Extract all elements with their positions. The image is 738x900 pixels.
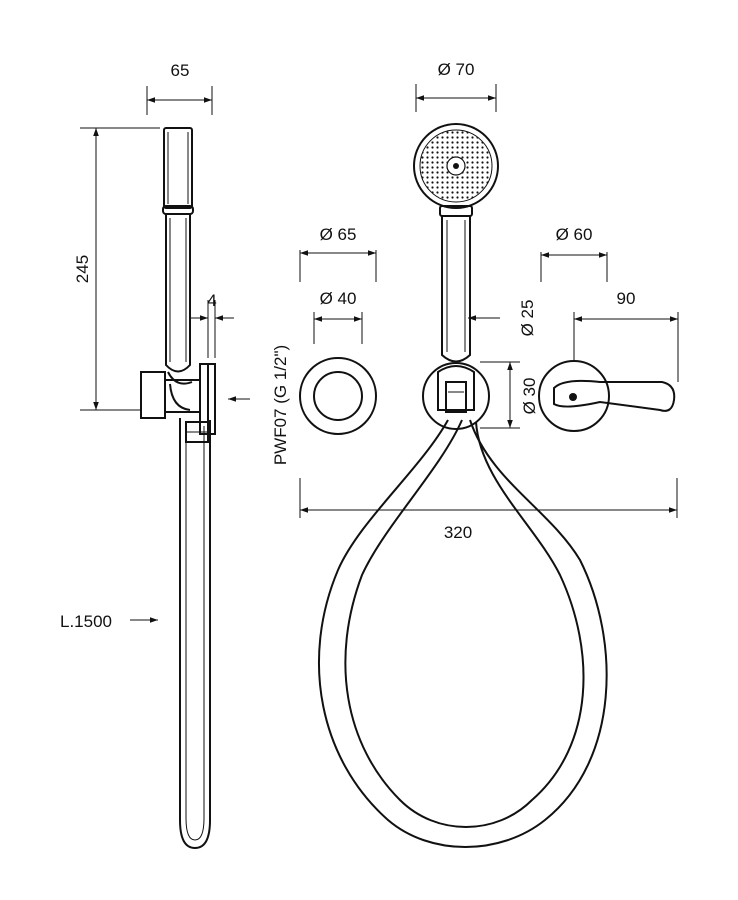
side-width-label: 65	[171, 61, 190, 80]
dimension-ring-outer: Ø 65	[299, 225, 377, 282]
dimension-holder-diameter: Ø 30	[480, 361, 539, 429]
hose-side	[179, 418, 211, 850]
front-view: Ø 70 Ø 25	[271, 60, 679, 848]
side-view: 65 245 4	[60, 61, 250, 850]
handle-diameter-label: Ø 25	[518, 300, 537, 337]
head-diameter-label: Ø 70	[438, 60, 475, 79]
holder-front	[422, 362, 490, 430]
lever-plate-label: Ø 60	[556, 225, 593, 244]
dimension-lever-length: 90	[573, 289, 679, 382]
side-height-label: 245	[73, 255, 92, 283]
dimension-side-offset: 4	[190, 291, 234, 358]
outlet-ring-front	[299, 357, 377, 435]
dimension-side-width: 65	[146, 61, 213, 115]
overall-width-label: 320	[444, 523, 472, 542]
lever-mixer-front	[538, 360, 676, 432]
connection-label: PWF07 (G 1/2")	[271, 345, 290, 465]
ring-inner-label: Ø 40	[320, 289, 357, 308]
holder-diameter-label: Ø 30	[520, 378, 539, 415]
dimension-overall-width: 320	[299, 478, 678, 542]
dimension-side-height: 245	[73, 127, 160, 411]
handle-front	[441, 216, 471, 363]
hose-length-callout: L.1500	[60, 612, 158, 631]
hose-length-label: L.1500	[60, 612, 112, 631]
side-offset-label: 4	[207, 291, 216, 310]
dimension-ring-inner: Ø 40	[313, 289, 363, 344]
dimension-lever-plate: Ø 60	[540, 225, 608, 282]
wall-holder-side	[140, 363, 250, 435]
ring-outer-label: Ø 65	[320, 225, 357, 244]
hose-front	[317, 419, 608, 848]
lever-length-label: 90	[617, 289, 636, 308]
dimension-head-diameter: Ø 70	[415, 60, 497, 112]
dimension-handle-diameter: Ø 25	[468, 300, 537, 337]
handshower-side	[162, 127, 194, 373]
shower-head-front	[413, 123, 499, 217]
